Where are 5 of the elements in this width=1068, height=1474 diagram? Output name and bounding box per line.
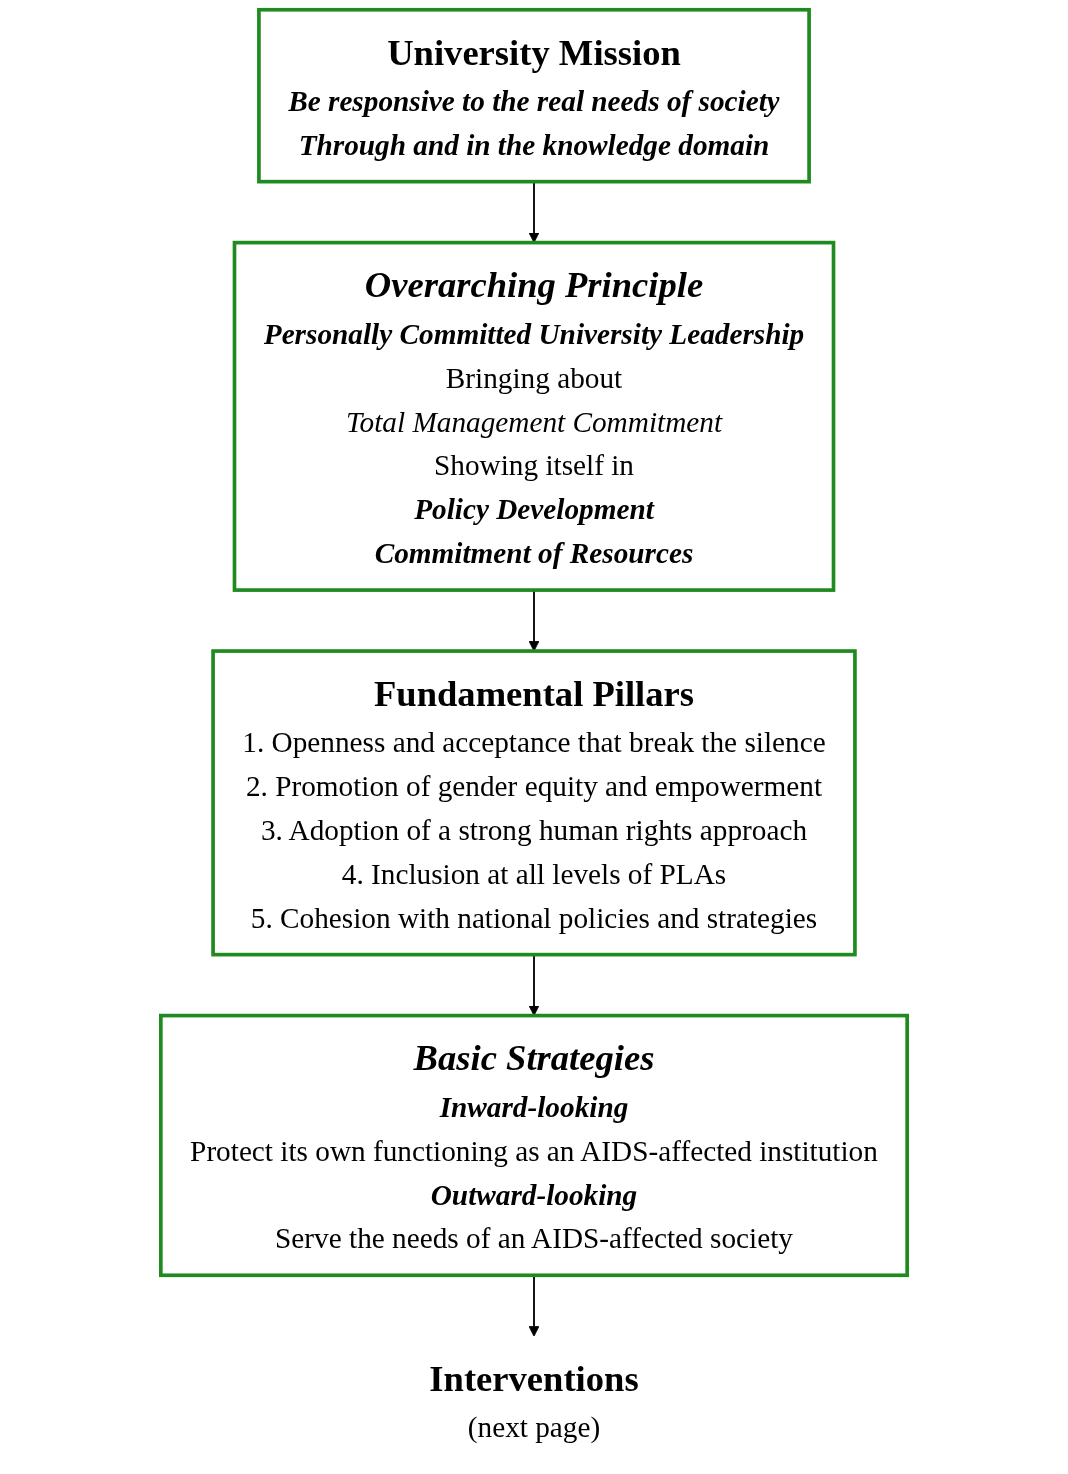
node-box: Basic Strategies Inward-looking Protect its own functioning as an AIDS-affected institution Outward-looking Serve the needs of an AIDS-affected society — [159, 1013, 909, 1278]
node-box: Fundamental Pillars 1. Openness and acceptance that break the silence 2. Promotion of gender equity and empowerment 3. Adoption of a strong human rights approach 4. Inclusion at all levels of PLAs 5. Cohesion with national policies and strategies — [211, 649, 857, 957]
node-box: University Mission Be responsive to the real needs of society Through and in the knowledge domain — [257, 7, 811, 184]
node-text: Interventions (next page) — [429, 1358, 639, 1444]
node-box: Overarching Principle Personally Committed University Leadership Bringing about Total Management Commitment Showing itself in Policy Development Commitment of Resources — [232, 240, 836, 592]
